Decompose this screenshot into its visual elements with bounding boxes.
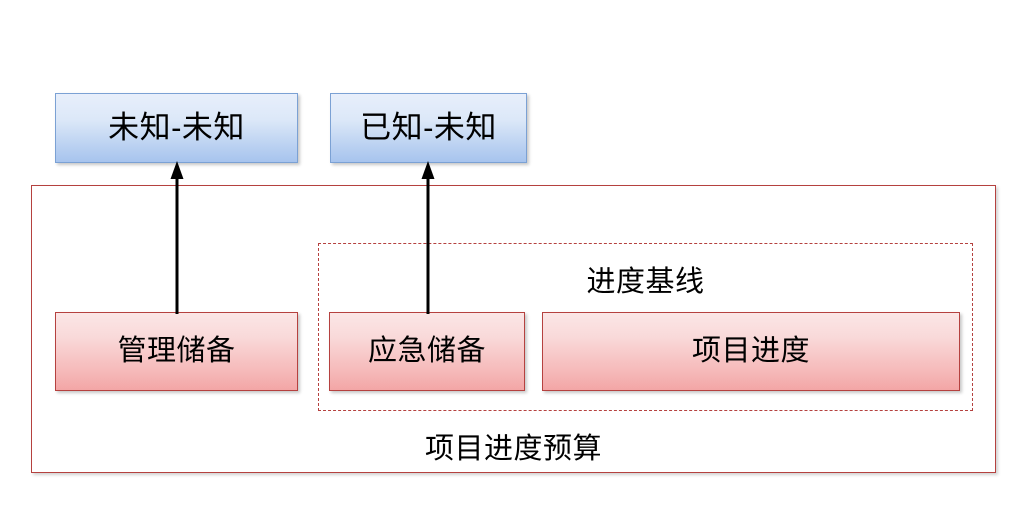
arrow-management-reserve-to-unknown-unknown — [169, 160, 185, 314]
box-known-unknown-label: 已知-未知 — [360, 109, 497, 145]
schedule-baseline-label: 进度基线 — [586, 266, 705, 298]
schedule-baseline-frame — [318, 243, 973, 411]
box-management-reserve[interactable]: 管理储备 — [55, 312, 298, 391]
box-known-unknown[interactable]: 已知-未知 — [330, 93, 527, 163]
box-unknown-unknown[interactable]: 未知-未知 — [55, 93, 298, 163]
project-schedule-budget-frame — [31, 185, 996, 473]
box-unknown-unknown-label: 未知-未知 — [108, 109, 245, 145]
project-schedule-budget-label: 项目进度预算 — [424, 433, 602, 465]
box-contingency-reserve[interactable]: 应急储备 — [329, 312, 525, 391]
arrow-contingency-reserve-to-known-unknown — [420, 160, 436, 314]
box-contingency-reserve-label: 应急储备 — [367, 334, 486, 367]
box-management-reserve-label: 管理储备 — [117, 334, 236, 367]
box-project-schedule-label: 项目进度 — [691, 334, 810, 367]
box-project-schedule[interactable]: 项目进度 — [542, 312, 960, 391]
